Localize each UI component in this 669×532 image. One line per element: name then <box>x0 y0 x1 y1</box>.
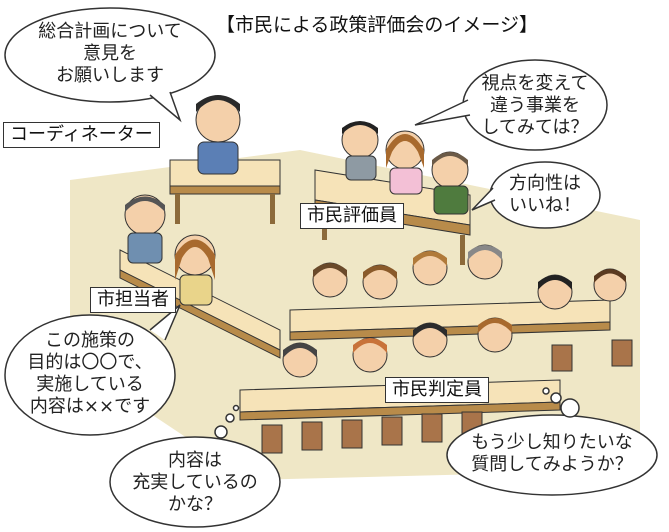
page-title: 【市民による政策評価会のイメージ】 <box>216 14 539 36</box>
bubble-text-left: この施策の 目的は〇〇で、 実施している 内容は××です <box>27 330 153 417</box>
judge-table-back <box>289 299 611 341</box>
label-citizen-judges: 市民判定員 <box>385 377 489 403</box>
label-citizen-evaluators: 市民評価員 <box>300 203 404 229</box>
bubble-text-top-left: 総合計画について 意見を お願いします <box>38 21 182 86</box>
staff-people <box>124 194 216 306</box>
bubble-text-bottom-right: もう少し知りたいな 質問してみようか？ <box>471 432 633 475</box>
label-coordinator: コーディネーター <box>3 122 160 148</box>
speech-bubbles <box>4 7 658 528</box>
bubble-top-left <box>4 7 216 103</box>
bubble-left <box>4 314 176 436</box>
bubble-text-mid-right: 方向性は いいね！ <box>509 173 581 216</box>
bubble-bottom-right <box>446 414 658 496</box>
bubble-text-top-right: 視点を変えて 違う事業を してみては？ <box>481 73 589 138</box>
coordinator-person <box>195 95 241 175</box>
judge-people <box>282 244 627 378</box>
evaluator-people <box>341 121 469 215</box>
bubble-text-bottom-left: 内容は 充実しているの かな？ <box>132 450 258 515</box>
bubble-bottom-left <box>109 436 281 528</box>
label-city-staff: 市担当者 <box>90 287 176 313</box>
